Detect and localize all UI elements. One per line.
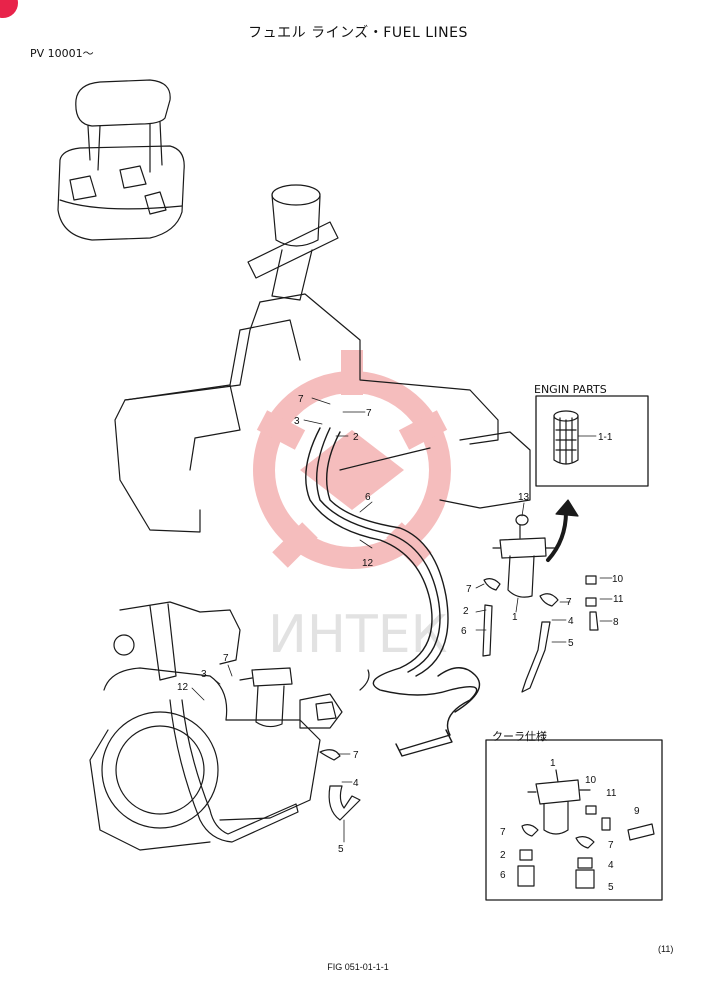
engine-block [89, 601, 370, 851]
cooler-filter [517, 769, 655, 889]
watermark-text: ИНТЕК [268, 605, 448, 665]
arrow-head [555, 499, 579, 517]
callout: 6 [500, 870, 506, 881]
callout: 4 [608, 860, 614, 871]
callout: 4 [353, 778, 359, 789]
callout: 6 [365, 492, 371, 503]
callout: 13 [518, 492, 530, 503]
callout: 10 [612, 574, 624, 585]
callout: 7 [500, 827, 506, 838]
engine-parts-title: ENGIN PARTS [534, 383, 607, 396]
callout: 7 [223, 653, 229, 664]
callout: 5 [608, 882, 614, 893]
corner-badge [0, 0, 18, 18]
callout: 11 [606, 788, 617, 799]
callout: 7 [466, 584, 472, 595]
cooler-box [485, 739, 663, 901]
cooler-callouts: 1 10 11 9 7 7 2 4 6 5 [500, 758, 640, 893]
callout: 12 [177, 682, 189, 693]
callout: 3 [201, 669, 207, 680]
callout: 7 [366, 408, 372, 419]
arrow-to-engine-parts [546, 510, 568, 562]
callout: 7 [353, 750, 359, 761]
callout: 7 [298, 394, 304, 405]
callout: 5 [338, 844, 344, 855]
callout: 3 [294, 416, 300, 427]
serial-range: PV 10001〜 [30, 47, 94, 60]
machine-sketch [57, 79, 185, 241]
callout: 5 [568, 638, 574, 649]
engine-filter-element [553, 410, 579, 465]
callout: 1 [512, 612, 518, 623]
callout: 8 [613, 617, 619, 628]
callout: 2 [353, 432, 359, 443]
lower-hose [319, 749, 361, 821]
cooler-spec-title: クーラ仕様 [492, 730, 547, 743]
engine-parts-callout: 1-1 [598, 432, 613, 443]
callout: 1 [550, 758, 556, 769]
callout: 12 [362, 558, 374, 569]
callout: 6 [461, 626, 467, 637]
callout: 2 [463, 606, 469, 617]
page-number: (11) [658, 944, 674, 954]
fuel-hoses [305, 427, 481, 757]
main-callouts: 7 7 3 2 6 12 13 10 7 11 7 2 8 6 1 4 5 3 … [177, 394, 624, 855]
engine-parts-box [535, 395, 649, 487]
callout: 4 [568, 616, 574, 627]
leader-lines [191, 397, 613, 843]
callout: 10 [585, 775, 597, 786]
watermark-gear [253, 350, 451, 569]
callout: 9 [634, 806, 640, 817]
fuel-filter-main [483, 514, 559, 607]
callout: 2 [500, 850, 506, 861]
fuel-tank [114, 184, 531, 533]
callout: 7 [608, 840, 614, 851]
callout: 11 [613, 594, 624, 605]
figure-code: FIG 051-01-1-1 [327, 962, 389, 972]
return-hoses [482, 575, 599, 693]
page-title: フュエル ラインズ・FUEL LINES [248, 25, 468, 41]
callout: 7 [566, 597, 572, 608]
